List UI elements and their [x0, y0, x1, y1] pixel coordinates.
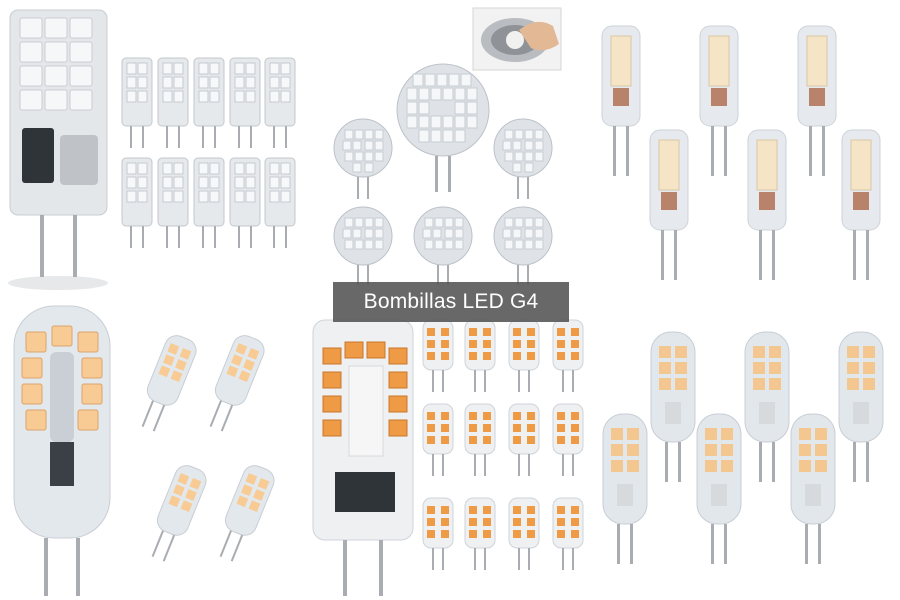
disc-bulb-large	[396, 63, 490, 192]
pin-right	[76, 538, 80, 596]
clear-bulbs-lower-row	[649, 129, 881, 280]
panel-top-right	[590, 0, 900, 292]
caption-label: Bombillas LED G4	[333, 282, 569, 322]
chip-component	[22, 128, 54, 183]
pin-right	[379, 540, 383, 596]
pin-left	[343, 540, 347, 596]
panel-top-center-art	[305, 0, 575, 292]
capsule-bulb-large-warm	[13, 305, 111, 596]
pin-left	[44, 538, 48, 596]
disc-bulb-bottom-left	[333, 206, 393, 285]
small-bulbs-row-2	[121, 157, 296, 248]
small-bulbs-row-1	[121, 57, 296, 148]
panel-bottom-center	[305, 292, 595, 600]
small-amber-bulbs-grid	[422, 319, 584, 570]
clear-bulbs-upper-row	[601, 25, 837, 176]
panel-bottom-right	[595, 292, 900, 600]
angled-small-warm-bulbs	[141, 335, 275, 562]
disc-bulb-left-upper	[333, 118, 393, 199]
bulb-large-amber	[312, 319, 414, 596]
shadow-top-left	[8, 276, 108, 290]
disc-bulb-right-upper	[493, 118, 553, 199]
panel-top-left	[0, 0, 305, 292]
led-grid-large	[19, 17, 93, 111]
clear-warm-bulbs-front-row	[602, 413, 836, 564]
pin-left	[40, 215, 44, 277]
panel-top-center	[305, 0, 575, 292]
panel-bottom-center-art	[305, 292, 595, 600]
chip-component	[50, 442, 74, 486]
disc-bulb-bottom-right	[493, 206, 553, 285]
clear-warm-bulbs-back-row	[650, 331, 884, 482]
chip-component	[335, 472, 395, 512]
panel-bottom-left-art	[0, 292, 305, 600]
inset-fixture-photo	[472, 7, 562, 71]
panel-bottom-left	[0, 292, 305, 600]
disc-bulb-bottom-center	[413, 206, 473, 285]
pin-right	[73, 215, 77, 277]
bulb-large-cool	[9, 9, 108, 277]
capacitor-component	[60, 135, 98, 185]
panel-top-left-art	[0, 0, 305, 292]
panel-top-right-art	[590, 0, 900, 292]
panel-bottom-right-art	[595, 292, 900, 600]
